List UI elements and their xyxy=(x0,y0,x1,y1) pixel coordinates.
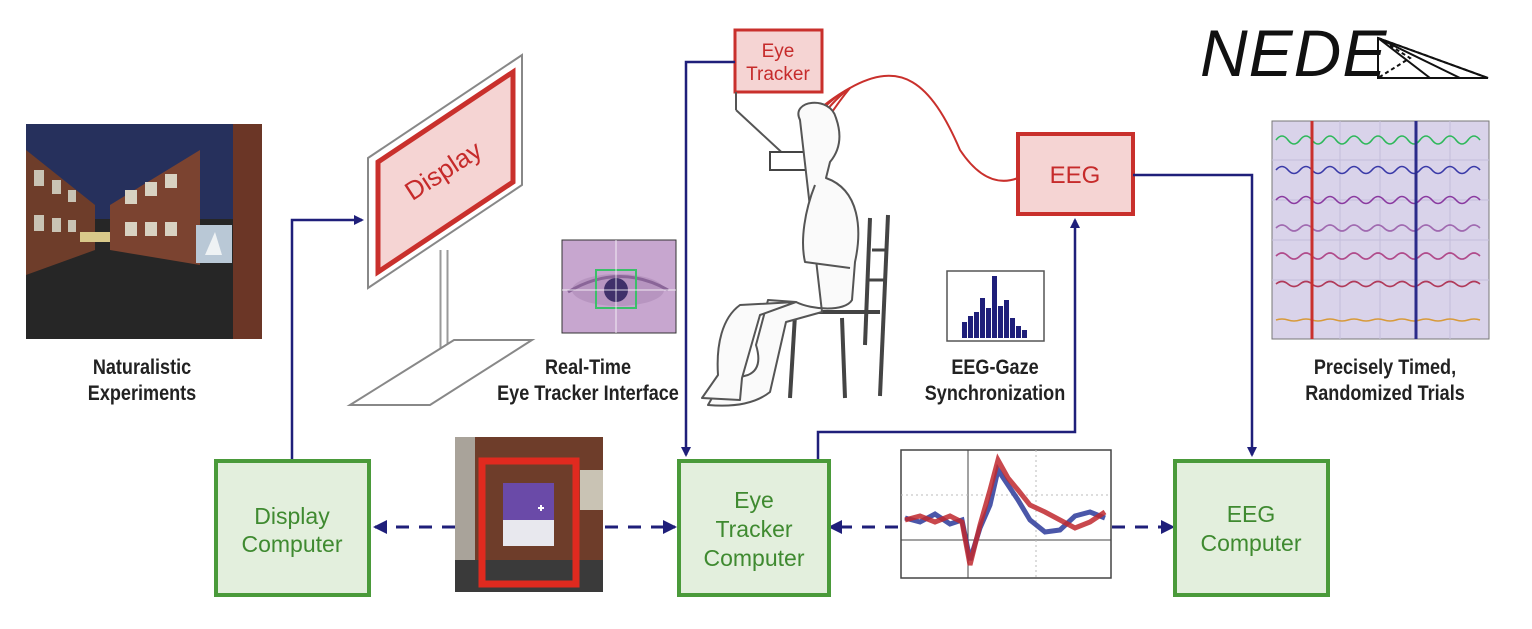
eye-tracker-device-label-2: Tracker xyxy=(746,64,810,85)
nede-logo-graphic xyxy=(1377,36,1489,79)
eeg-device-box xyxy=(1016,132,1135,216)
caption-naturalistic: Naturalistic Experiments xyxy=(73,355,211,407)
caption-realtime-line-2: Eye Tracker Interface xyxy=(497,382,679,405)
eye-tracker-computer-box xyxy=(677,459,831,597)
connectors xyxy=(290,60,1257,460)
caption-timed-line-1: Precisely Timed, xyxy=(1313,356,1457,379)
caption-naturalistic-line-1: Naturalistic xyxy=(92,356,192,379)
display-computer-label-2: Computer xyxy=(242,531,343,557)
eeg-traces-icon xyxy=(1271,120,1490,340)
eye-tracker-computer-label-2: Tracker xyxy=(715,516,792,542)
display-computer-label-1: Display xyxy=(254,503,330,529)
eeg-computer-label-2: Computer xyxy=(1201,530,1302,556)
display-monitor-icon xyxy=(346,53,536,406)
erp-plot-icon xyxy=(900,449,1112,579)
nede-logo: NEDE xyxy=(1200,16,1388,90)
eeg-device-label: EEG xyxy=(1050,162,1101,189)
caption-naturalistic-line-2: Experiments xyxy=(87,382,197,405)
eye-tracker-computer-label-1: Eye xyxy=(734,487,774,513)
seated-person-icon xyxy=(701,101,890,407)
caption-eeg-gaze: EEG-Gaze Synchronization xyxy=(905,355,1086,407)
caption-eeg-gaze-line-2: Synchronization xyxy=(924,382,1066,405)
gaze-thumbnail-icon xyxy=(455,437,603,592)
display-computer-box xyxy=(214,459,371,597)
eye-tracker-device-label-1: Eye xyxy=(762,41,795,62)
eeg-cap-wires xyxy=(809,74,1019,182)
caption-realtime-line-1: Real-Time xyxy=(545,356,631,379)
eye-tracker-computer-label-3: Computer xyxy=(704,545,805,571)
caption-realtime: Real-Time Eye Tracker Interface xyxy=(476,355,700,407)
eeg-computer-box xyxy=(1173,459,1330,597)
eye-camera-icon xyxy=(561,239,677,334)
caption-eeg-gaze-line-1: EEG-Gaze xyxy=(951,356,1039,379)
caption-timed: Precisely Timed, Randomized Trials xyxy=(1295,355,1476,407)
virtual-street-icon xyxy=(26,124,262,339)
eeg-computer-label-1: EEG xyxy=(1227,501,1276,527)
histogram-icon xyxy=(946,270,1045,342)
caption-timed-line-2: Randomized Trials xyxy=(1305,382,1465,405)
